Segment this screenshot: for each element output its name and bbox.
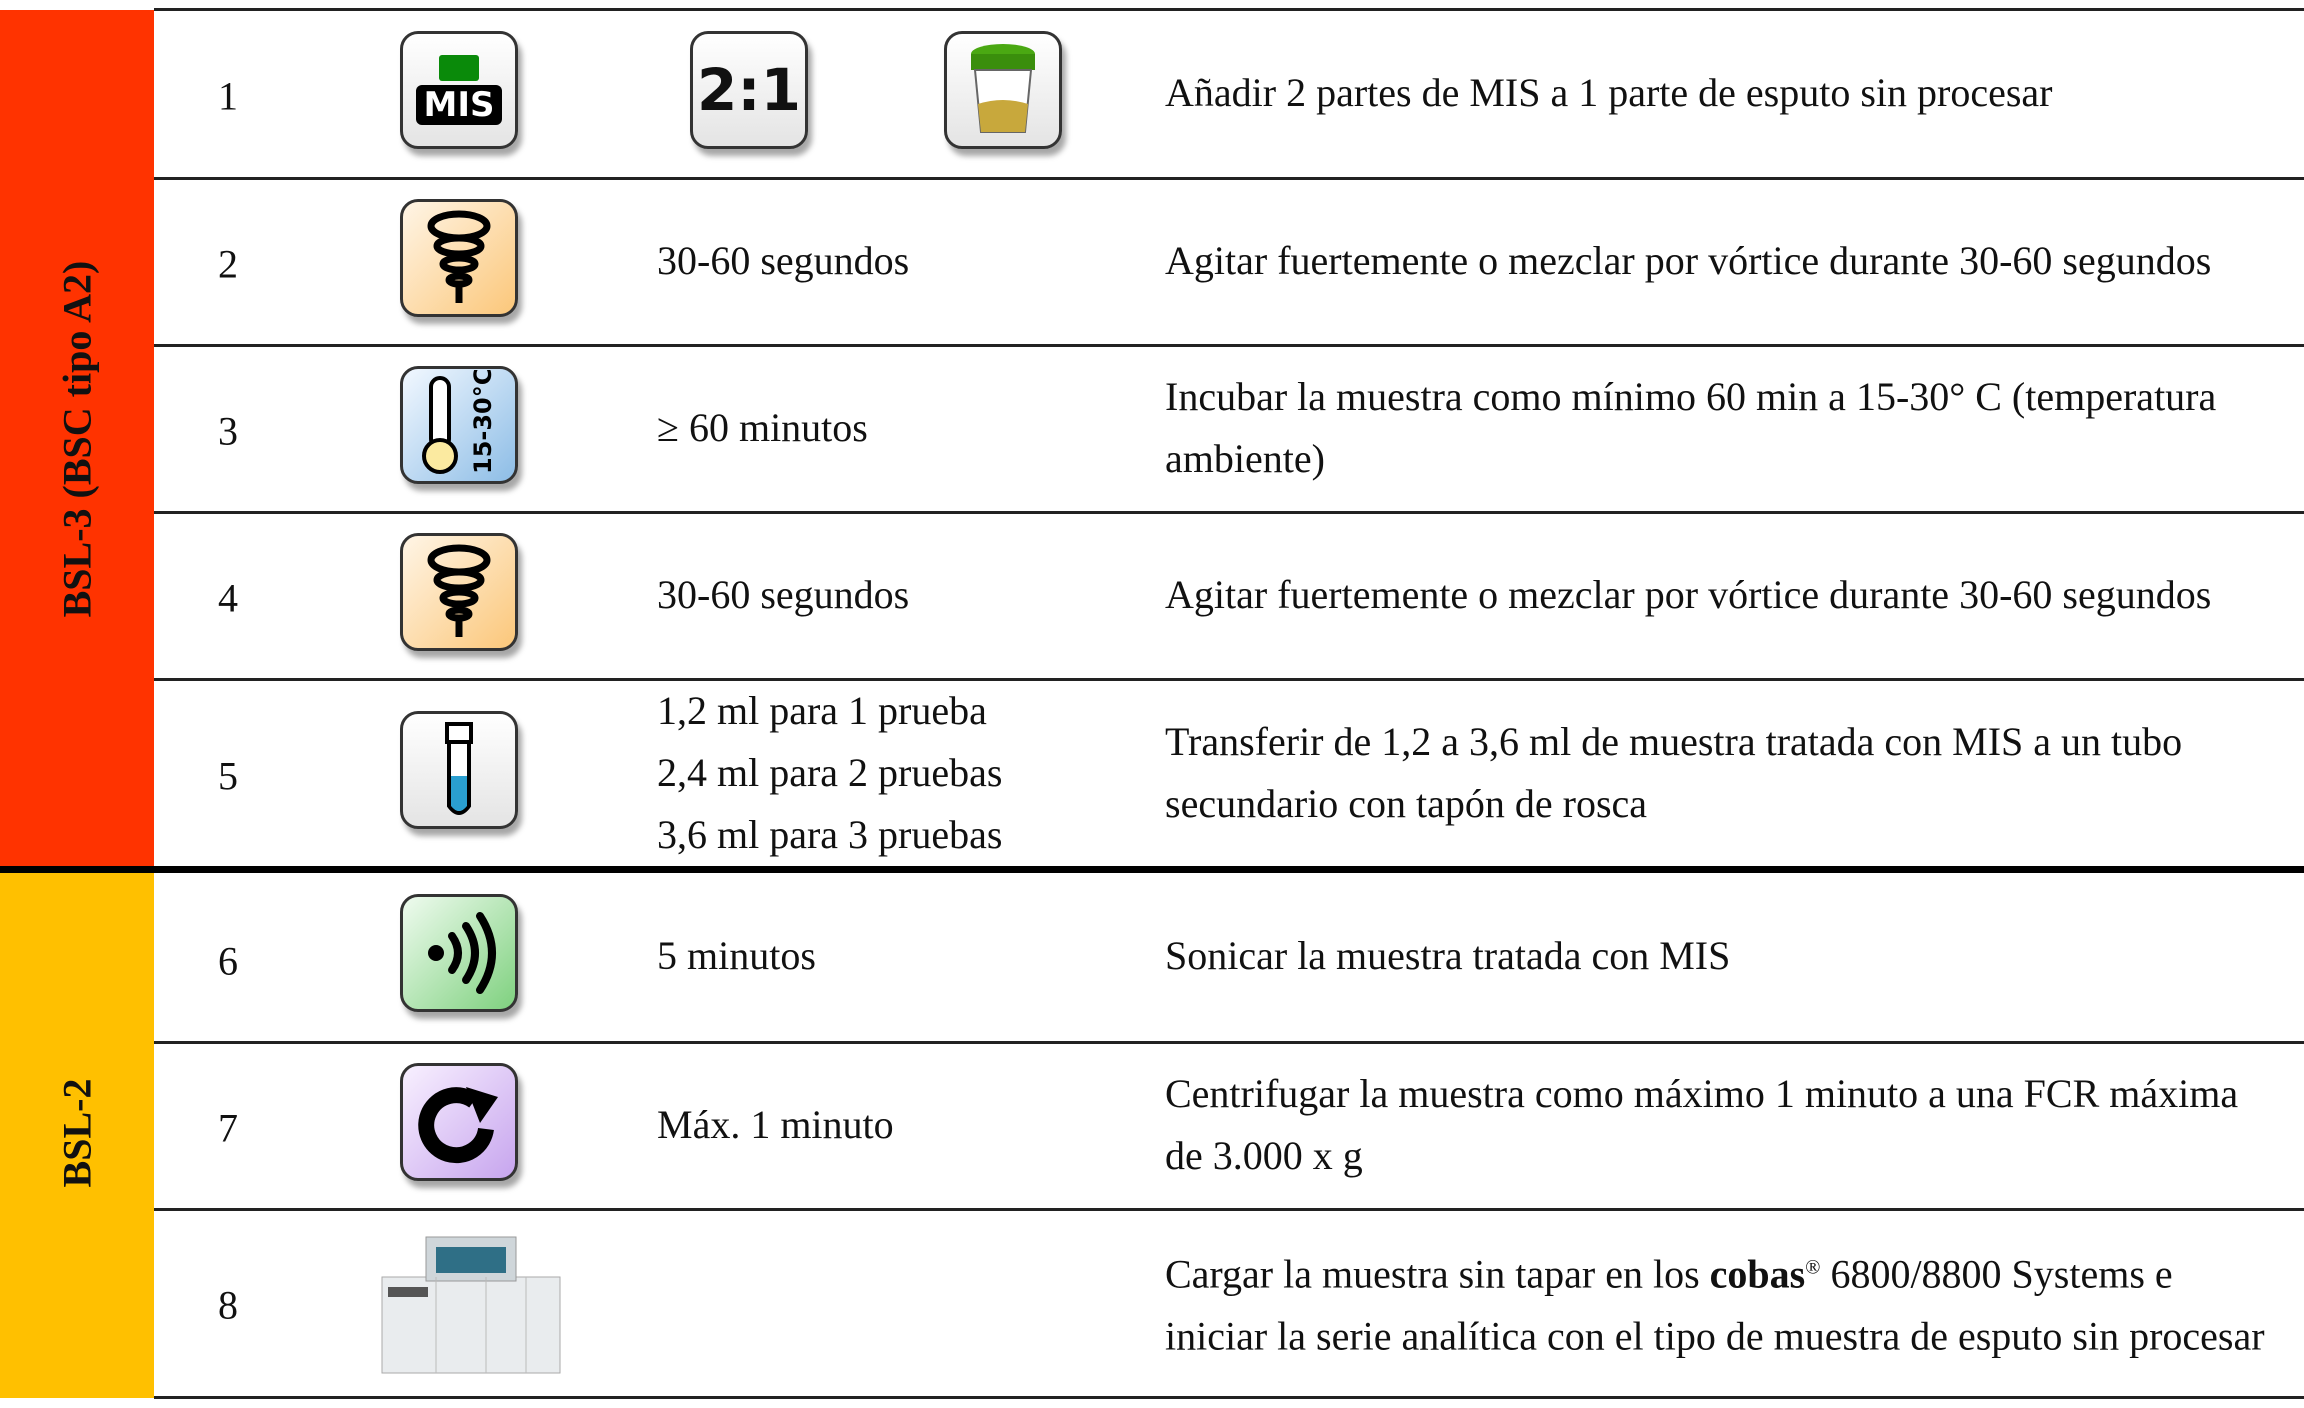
step-description: Centrifugar la muestra como máximo 1 min…: [1165, 1071, 2239, 1178]
step-row-7: 7: [154, 1041, 2304, 1212]
step-number: 2: [218, 241, 238, 287]
step-number: 3: [218, 408, 238, 454]
step-row-3: 3: [154, 344, 2304, 515]
step-row-5: 5: [154, 678, 2304, 871]
bsl2-label: BSL-2: [54, 1078, 100, 1188]
step-condition: ≥ 60 minutos: [657, 405, 868, 450]
step-condition-line: 1,2 ml para 1 prueba: [657, 688, 987, 733]
sonicate-icon: [400, 894, 524, 1018]
sputum-container-icon: [944, 31, 1068, 155]
mis-reagent-icon: MIS: [400, 31, 524, 155]
step-description: Agitar fuertemente o mezclar por vórtice…: [1165, 238, 2212, 283]
vortex-icon: [400, 199, 524, 323]
step-row-8: 8: [154, 1208, 2304, 1399]
table-bottom-border: [154, 1396, 2304, 1399]
step-condition: Máx. 1 minuto: [657, 1102, 894, 1147]
step-number: 7: [218, 1105, 238, 1151]
step-condition: 30-60 segundos: [657, 572, 910, 617]
analyzer-instrument-icon: [376, 1227, 566, 1377]
centrifuge-icon: [400, 1063, 524, 1187]
ratio-icon: 2:1: [690, 31, 814, 155]
step-description: Cargar la muestra sin tapar en los cobas…: [1165, 1251, 2265, 1359]
bsl2-band: BSL-2: [0, 868, 154, 1398]
step-description: Agitar fuertemente o mezclar por vórtice…: [1165, 572, 2212, 617]
step-number: 8: [218, 1282, 238, 1328]
step-condition-line: 3,6 ml para 3 pruebas: [657, 812, 1003, 857]
tube-icon: [400, 711, 524, 835]
step-number: 4: [218, 575, 238, 621]
step-row-6: 6: [0, 866, 2304, 1049]
step-description: Transferir de 1,2 a 3,6 ml de muestra tr…: [1165, 719, 2183, 826]
step-row-4: 4: [154, 511, 2304, 682]
step-condition: 5 minutos: [657, 933, 816, 978]
step-number: 5: [218, 753, 238, 799]
step-description: Sonicar la muestra tratada con MIS: [1165, 933, 1731, 978]
step-number: 1: [218, 73, 238, 119]
svg-text:15-30°C: 15-30°C: [469, 370, 497, 474]
step-row-1: 1: [154, 8, 2304, 181]
step-number: 6: [218, 938, 238, 984]
step-description: Incubar la muestra como mínimo 60 min a …: [1165, 374, 2217, 481]
step-description: Añadir 2 partes de MIS a 1 parte de espu…: [1165, 70, 2053, 115]
step-condition: 30-60 segundos: [657, 238, 910, 283]
thermometer-icon: 15-30°C: [400, 366, 524, 490]
bsl3-label: BSL-3 (BSC tipo A2): [54, 260, 100, 618]
vortex-icon: [400, 533, 524, 657]
step-condition-line: 2,4 ml para 2 pruebas: [657, 750, 1003, 795]
step-row-2: 2: [154, 177, 2304, 348]
bsl3-band: BSL-3 (BSC tipo A2): [0, 10, 154, 868]
